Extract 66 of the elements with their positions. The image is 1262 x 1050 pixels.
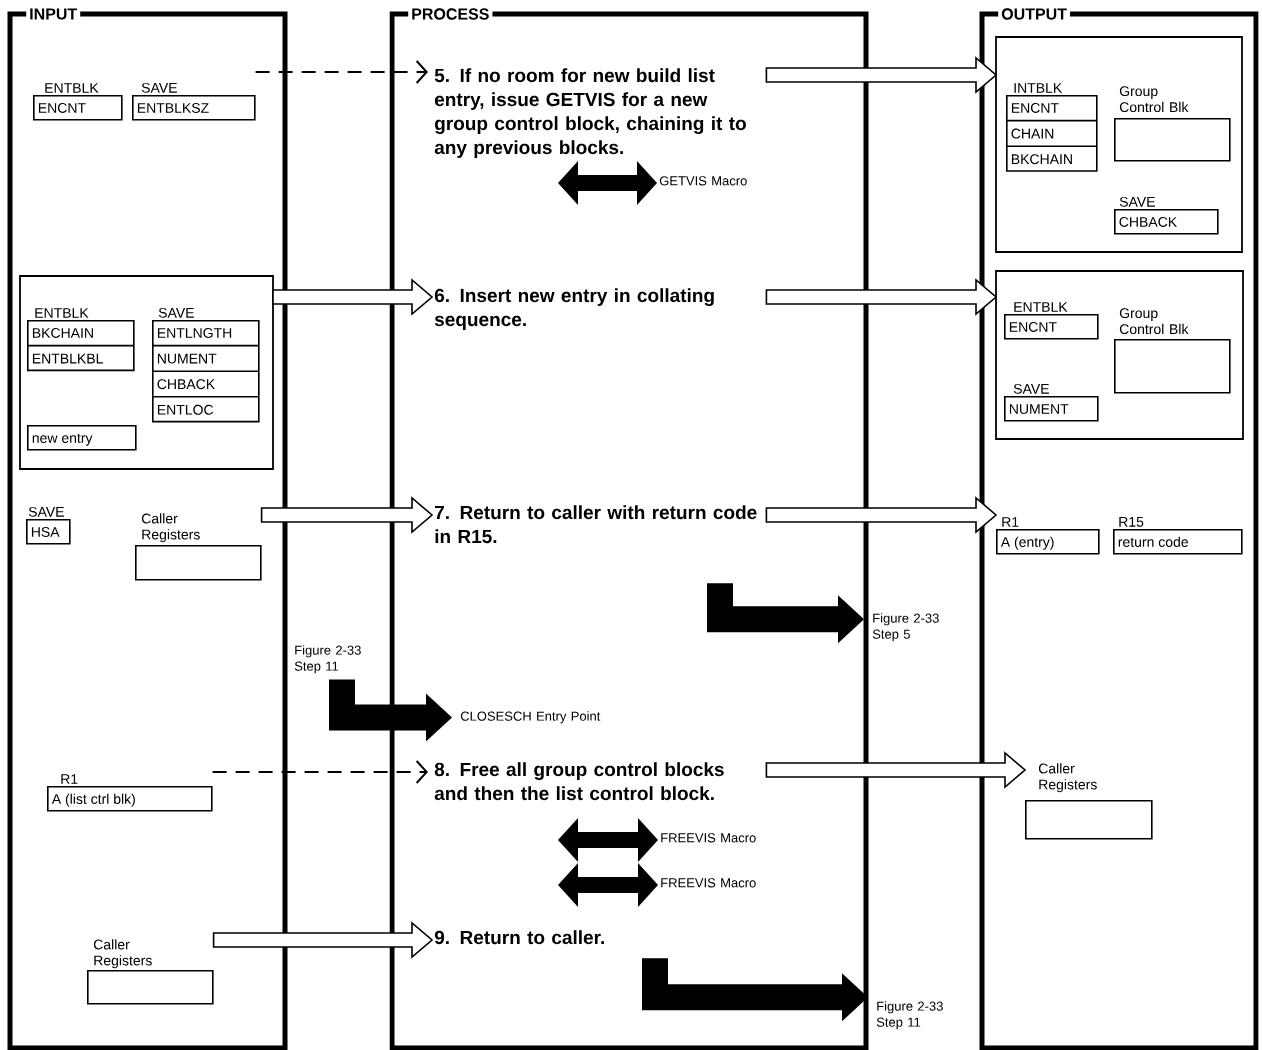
field-heading: R1: [61, 774, 78, 784]
step-text: 6. Insert new entry in collating sequence.: [434, 288, 714, 330]
reference-label: CLOSESCH Entry Point: [460, 711, 601, 724]
box-heading: Caller Registers: [1038, 763, 1097, 793]
bent-arrow: [707, 583, 864, 644]
reference-label: Figure 2-33 Step 11: [876, 1001, 943, 1030]
double-arrow: [558, 818, 658, 862]
box-heading: Caller Registers: [141, 513, 200, 543]
node-label: NUMENT: [157, 353, 217, 364]
field-heading: SAVE: [1013, 383, 1049, 394]
box-heading: Group Control Blk: [1119, 308, 1189, 335]
hollow-arrow: [765, 751, 1027, 789]
field-table: NUMENT: [1004, 396, 1099, 422]
dashed-arrow: [211, 760, 428, 784]
double-arrow: [558, 863, 658, 907]
hollow-arrow: [765, 496, 998, 534]
field-table: return code: [1113, 529, 1243, 555]
field-table: ENTBLKSZ: [132, 95, 256, 121]
field-heading: SAVE: [141, 82, 177, 93]
field-heading: ENTBLK: [1014, 302, 1068, 312]
hollow-arrow: [765, 56, 998, 94]
field-table: A (list ctrl blk): [47, 786, 213, 812]
reference-label: Figure 2-33 Step 5: [872, 613, 939, 642]
step-text: 7. Return to caller with return code in R15.: [435, 505, 757, 544]
reference-label: FREEVIS Macro: [661, 833, 756, 843]
field-table: A (entry): [996, 529, 1100, 555]
box-heading: Group Control Blk: [1119, 86, 1189, 113]
group-box: [995, 36, 1243, 253]
dashed-arrow: [254, 60, 428, 84]
field-table: BKCHAIN ENTBLKBL: [27, 320, 135, 372]
bent-arrow: [329, 679, 452, 742]
field-heading: ENTBLK: [45, 83, 99, 93]
field-table: ENCNT: [33, 95, 123, 121]
hollow-arrow: [212, 921, 434, 959]
hollow-arrow: [765, 278, 998, 316]
panel-heading: PROCESS: [408, 5, 493, 23]
field-heading: ENTBLK: [35, 308, 89, 318]
field-heading: SAVE: [158, 307, 194, 318]
field-table: new entry: [27, 425, 137, 451]
field-heading: R1: [1002, 517, 1019, 527]
field-table: CHBACK: [1114, 209, 1219, 235]
box-heading: Caller Registers: [93, 939, 152, 969]
node-label: ENTLOC: [157, 404, 214, 415]
field-table: HSA: [26, 519, 71, 545]
field-heading: INTBLK: [1014, 83, 1063, 93]
hollow-arrow: [260, 496, 434, 534]
field-table: ENCNT CHAIN BKCHAIN: [1006, 95, 1098, 172]
group-box: [19, 275, 274, 470]
step-text: 8. Free all group control blocks and then the list control block.: [434, 762, 724, 801]
reference-label: GETVIS Macro: [659, 176, 747, 186]
panel-heading: INPUT: [26, 5, 81, 23]
double-arrow: [558, 161, 657, 205]
node-label: CHBACK: [157, 379, 215, 390]
reference-label: Figure 2-33 Step 11: [294, 645, 361, 674]
field-heading: SAVE: [28, 506, 64, 517]
node-label: ENTLNGTH: [157, 328, 232, 338]
group-box: [995, 270, 1244, 440]
field-table: ENTLNGTH NUMENT CHBACK ENTLOC: [152, 320, 260, 423]
field-table: ENCNT: [1004, 314, 1099, 340]
step-text: 9. Return to caller.: [434, 930, 604, 945]
reference-label: FREEVIS Macro: [661, 878, 756, 888]
hollow-arrow: [272, 278, 434, 316]
step-text: 5. If no room for new build list entry, issue GETVIS for a new group control block, chaining it to any previous blocks.: [434, 68, 746, 158]
field-heading: R15: [1119, 517, 1144, 527]
panel-heading: OUTPUT: [998, 5, 1070, 23]
field-heading: SAVE: [1119, 196, 1155, 207]
